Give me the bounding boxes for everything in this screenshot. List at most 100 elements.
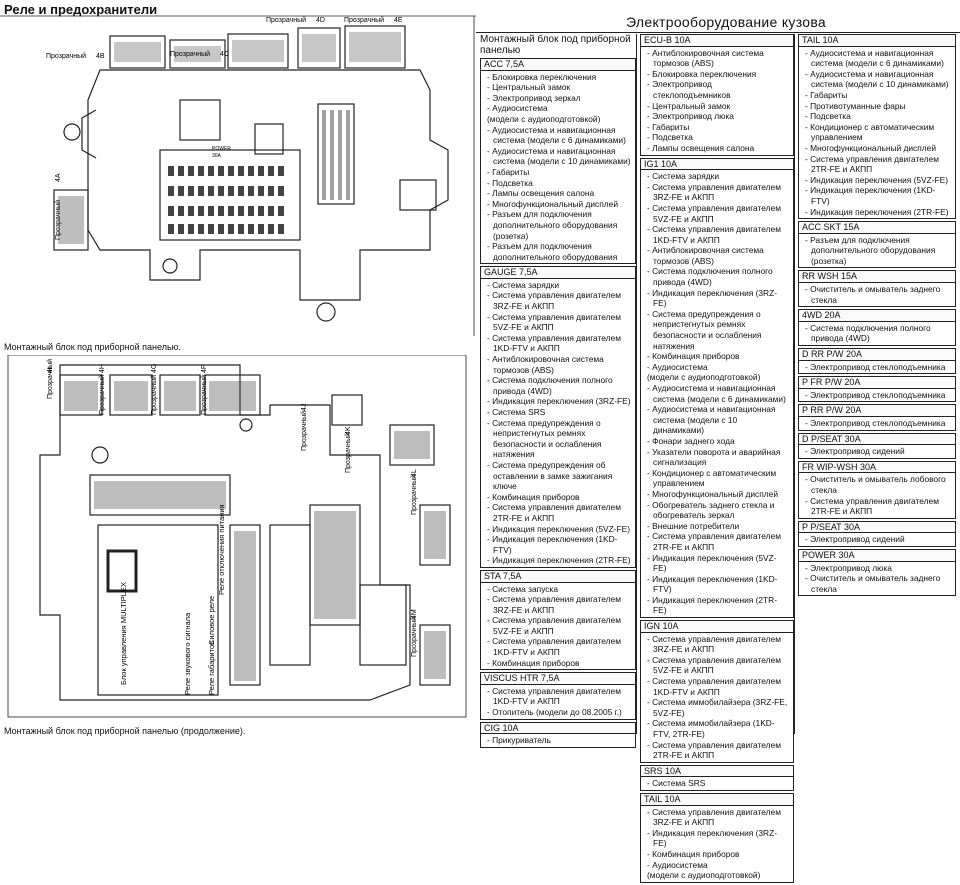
column-divider-2: [794, 34, 795, 734]
fuse-label-power: POWER: [212, 146, 231, 152]
consumer-item: - Габариты: [647, 121, 690, 132]
fuse-name: P FR P/W 20A: [799, 377, 955, 389]
fuse-section: P FR P/W 20A- Электропривод стеклоподъем…: [798, 376, 956, 403]
consumer-item: - Фонари заднего хода: [647, 435, 735, 446]
connector-4a-prefix: Прозрачный: [54, 200, 62, 240]
connector-4c-id: 4С: [220, 51, 229, 58]
connector-4k-id: 4K: [345, 426, 352, 435]
consumer-item: - Габариты: [487, 166, 530, 177]
fuse-column-2: ECU-B 10A- Антиблокировочная система тор…: [640, 34, 794, 885]
fuse-section: POWER 30A- Электропривод люка- Очистител…: [798, 548, 956, 597]
consumer-item: - Система зарядки: [647, 171, 719, 182]
consumer-item: - Электропривод стеклоподъемника: [805, 418, 946, 428]
consumer-item: - Индикация переключения (5VZ-FE): [805, 174, 949, 185]
fuse-section: VISCUS HTR 7,5A- Система управления двиг…: [480, 672, 636, 720]
fuse-section: RR WSH 15A- Очиститель и омыватель задне…: [798, 270, 956, 308]
consumer-item: - Система управления двигателем 5VZ-FE и…: [487, 311, 621, 333]
fuse-section: IG1 10A- Система зарядки- Система управл…: [640, 157, 794, 619]
connector-4i-prefix: Прозрачный: [46, 359, 54, 399]
fuse-consumers: - Электропривод люка- Очиститель и омыва…: [799, 562, 955, 596]
consumer-item: - Система управления двигателем 3RZ-FE и…: [647, 181, 781, 203]
fuse-name: POWER 30A: [799, 549, 955, 562]
connector-4i-id: 4I: [47, 367, 54, 373]
consumer-item: - Центральный замок: [487, 82, 571, 93]
caption-bottom: Монтажный блок под приборной панелью (пр…: [4, 726, 246, 736]
fuse-consumers: - Система зарядки- Система управления дв…: [481, 279, 635, 567]
label-power-relay: Силовое реле: [207, 596, 216, 645]
connector-4f-prefix: Прозрачный: [200, 375, 208, 415]
connector-4g-id: 4G: [151, 364, 158, 373]
fuse-consumers: - Система управления двигателем 3RZ-FE и…: [641, 806, 793, 882]
fuse-name: D RR P/W 20A: [799, 349, 955, 361]
fuse-section: P P/SEAT 30A- Электропривод сидений: [798, 520, 956, 547]
fuse-consumers: - Электропривод стеклоподъемника: [799, 417, 955, 430]
fuse-section: GAUGE 7,5A- Система зарядки- Система упр…: [480, 266, 636, 568]
consumer-item: - Прикуриватель: [487, 735, 551, 746]
consumer-item: - Индикация переключения (5VZ-FE): [487, 523, 631, 534]
consumer-item: - Электропривод сидений: [805, 534, 905, 545]
fuse-section: D RR P/W 20A- Электропривод стеклоподъем…: [798, 348, 956, 375]
consumer-item: - Система иммобилайзера (3RZ-FE, 5VZ-FE): [647, 697, 788, 718]
fuse-consumers: - Очиститель и омыватель лобового стекла…: [799, 473, 955, 517]
caption-top: Монтажный блок под приборной панелью.: [4, 342, 181, 352]
fuse-section: ECU-B 10A- Антиблокировочная система тор…: [640, 34, 794, 156]
consumer-item: - Многофункциональный дисплей: [487, 198, 619, 209]
fuse-name: RR WSH 15A: [799, 271, 955, 284]
label-multiplex-unit: Блок управления MULTIPLEX: [119, 582, 128, 685]
fuse-consumers: - Электропривод стеклоподъемника: [799, 361, 955, 374]
consumer-item: (модели с аудиоподготовкой): [647, 870, 761, 881]
consumer-item: - Индикация переключения (3RZ-FE): [647, 287, 778, 309]
connector-4a-id: 4А: [55, 173, 62, 182]
fuse-name: P P/SEAT 30A: [799, 521, 955, 534]
fuse-name: TAIL 10A: [641, 793, 793, 806]
fuse-consumers: - Антиблокировочная система тормозов (AB…: [641, 47, 793, 155]
consumer-item: - Индикация переключения (5VZ-FE): [647, 552, 777, 574]
consumer-item: - Аудиосистема: [647, 859, 708, 870]
consumer-item: - Аудиосистема и навигационная система (…: [487, 145, 631, 167]
consumer-item: - Система SRS: [647, 778, 706, 789]
fuse-section: ACC 7,5A- Блокировка переключения- Центр…: [480, 58, 636, 265]
connector-4m-id: 4M: [411, 609, 418, 619]
consumer-item: - Кондиционер с автоматическим управлени…: [805, 121, 935, 143]
consumer-item: - Подсветка: [487, 177, 533, 188]
connector-4e-id: 4Е: [394, 17, 403, 24]
consumer-item: - Система управления двигателем 5VZ-FE и…: [647, 202, 781, 224]
consumer-item: (модели с аудиоподготовкой): [487, 113, 601, 124]
consumer-item: - Очиститель и омыватель заднего стекла: [805, 573, 941, 594]
fuse-name: IG1 10A: [641, 158, 793, 171]
consumer-item: - Система подключения полного привода (4…: [487, 375, 613, 396]
fuse-section: FR WIP-WSH 30A- Очиститель и омыватель л…: [798, 460, 956, 519]
section-title: Электрооборудование кузова: [626, 14, 827, 30]
connector-4h-prefix: Прозрачный: [98, 375, 106, 415]
fuse-name: IGN 10A: [641, 621, 793, 633]
label-horn-relay: Реле звукового сигнала: [183, 612, 192, 695]
consumer-item: - Кондиционер с автоматическим управлени…: [647, 467, 777, 489]
consumer-item: - Центральный замок: [647, 100, 731, 111]
fuse-name: D P/SEAT 30A: [799, 433, 955, 446]
fuse-name: ACC SKT 15A: [799, 222, 955, 234]
consumer-item: - Аудиосистема и навигационная система (…: [487, 124, 626, 146]
consumer-item: - Индикация переключения (2TR-FE): [805, 206, 949, 217]
consumer-item: - Комбинация приборов: [647, 351, 740, 362]
consumer-item: - Противотуманные фары: [805, 100, 906, 111]
consumer-item: - Габариты: [805, 89, 848, 100]
consumer-item: - Система иммобилайзера (1KD-FTV, 2TR-FE…: [647, 718, 775, 739]
consumer-item: - Система управления двигателем 1KD-FTV …: [647, 224, 781, 245]
connector-4l-prefix: Прозрачный: [410, 475, 418, 515]
fuse-consumers: - Электропривод сидений: [799, 445, 955, 458]
consumer-item: - Электропривод стеклоподъемника: [805, 361, 946, 372]
diagram-panel: Реле и предохранители: [0, 0, 476, 738]
fuse-section: IGN 10A- Система управления двигателем 3…: [640, 620, 794, 763]
consumer-item: - Электропривод люка: [647, 111, 734, 122]
fuse-section: P RR P/W 20A- Электропривод стеклоподъем…: [798, 404, 956, 431]
column-divider-1: [636, 34, 637, 734]
fuse-column-1: Монтажный блок под приборной панелью ACC…: [480, 34, 636, 750]
consumer-item: - Индикация переключения (2TR-FE): [647, 594, 778, 616]
consumer-item: - Разъем для подключения дополнительного…: [805, 234, 936, 266]
consumer-item: - Аудиосистема и навигационная система (…: [805, 68, 949, 90]
connector-4b-id: 4В: [96, 53, 105, 60]
consumer-item: - Система подключения полного привода (4…: [805, 322, 931, 344]
fuse-consumers: - Система зарядки- Система управления дв…: [641, 170, 793, 617]
consumer-item: - Индикация переключения (2TR-FE): [487, 555, 631, 566]
